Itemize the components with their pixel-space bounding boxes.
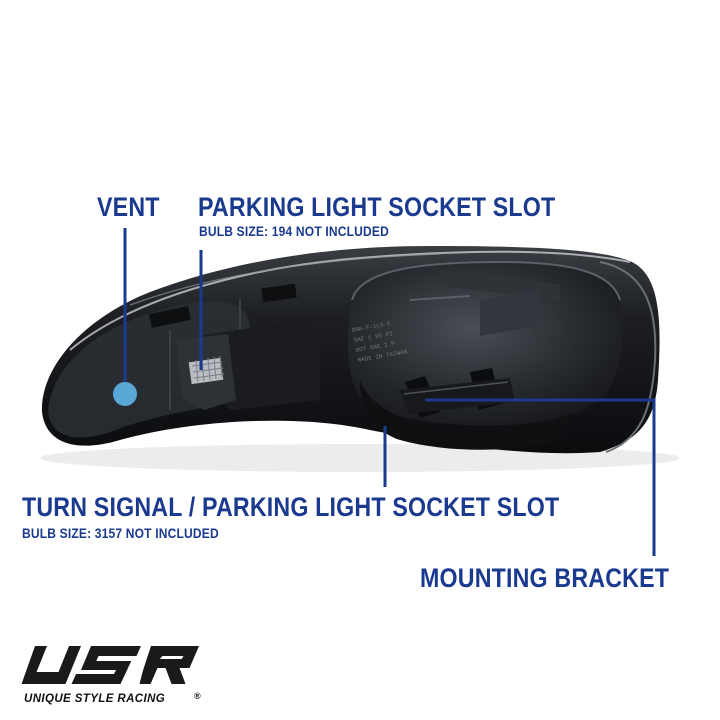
parking-slot-subtitle: BULB SIZE: 194 NOT INCLUDED: [199, 223, 389, 239]
turn-signal-slot-title: TURN SIGNAL / PARKING LIGHT SOCKET SLOT: [22, 492, 560, 522]
parking-slot-title: PARKING LIGHT SOCKET SLOT: [198, 192, 556, 222]
usr-logo: [21, 646, 200, 684]
mounting-bracket-label: MOUNTING BRACKET: [420, 563, 670, 593]
registered-mark: ®: [194, 691, 202, 701]
parking-socket-grid: [188, 355, 225, 385]
turn-signal-slot-subtitle: BULB SIZE: 3157 NOT INCLUDED: [22, 525, 219, 541]
vent-label: VENT: [97, 192, 160, 222]
brand-name: UNIQUE STYLE RACING: [24, 693, 166, 705]
vent-dot: [113, 382, 137, 406]
mounting-bracket-shape: [400, 368, 515, 418]
